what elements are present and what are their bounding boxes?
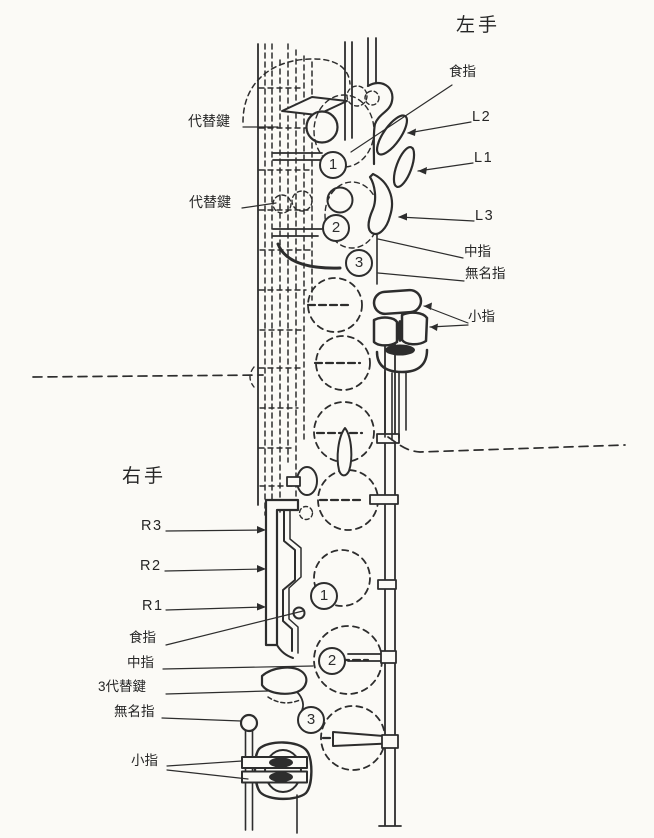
lh-finger-circle-2: 2 [322, 214, 350, 242]
alt-key-3-spatula [260, 666, 308, 695]
label-alt-key-3: 3代替鍵 [98, 679, 147, 694]
pearl-key-1 [305, 110, 339, 144]
right-pinky-key-cluster [239, 713, 313, 834]
lh-finger-circle-1: 1 [319, 151, 347, 179]
label-key-l1: L1 [474, 150, 494, 166]
teardrop-key [336, 427, 353, 477]
right-hand-levers [260, 466, 318, 713]
section-divider-dashed-left [32, 366, 264, 388]
label-alt-key-lower: 代替鍵 [189, 194, 231, 210]
thumb-plate-key [281, 96, 348, 116]
rh-finger-circle-2: 2 [318, 647, 346, 675]
label-rh-middle-finger: 中指 [127, 655, 154, 670]
lh-finger-circle-3: 3 [345, 249, 373, 277]
key-L1-shape [392, 146, 416, 188]
leader-lines [161, 84, 475, 780]
tone-holes [306, 277, 386, 771]
axle-pegs [332, 433, 400, 749]
section-divider-dashed-right [387, 436, 626, 453]
left-pinky-key-cluster [372, 288, 429, 441]
label-lh-little-finger: 小指 [468, 309, 495, 324]
leader-arrowheads [257, 128, 438, 611]
label-rh-index-finger: 食指 [129, 630, 156, 645]
key-L3-shape [367, 172, 394, 236]
left-hand-title: 左手 [456, 15, 501, 36]
label-key-r1: R1 [142, 598, 164, 614]
label-lh-ring-finger: 無名指 [465, 266, 506, 281]
label-lh-index-finger: 食指 [449, 64, 476, 79]
small-pearl-key [326, 186, 354, 214]
label-alt-key-upper: 代替鍵 [188, 113, 230, 129]
label-rh-little-finger: 小指 [131, 753, 158, 768]
label-key-r2: R2 [140, 558, 162, 574]
right-hand-title: 右手 [122, 466, 167, 487]
label-key-r3: R3 [141, 518, 163, 534]
rh-finger-circle-3: 3 [297, 706, 325, 734]
label-key-l3: L3 [475, 208, 495, 224]
side-key-hook [366, 81, 394, 166]
rh-finger-circle-1: 1 [310, 582, 338, 610]
label-rh-ring-finger: 無名指 [114, 704, 155, 719]
left-hand-keywork [242, 58, 416, 270]
label-key-l2: L2 [472, 109, 492, 125]
label-lh-middle-finger: 中指 [464, 244, 491, 259]
